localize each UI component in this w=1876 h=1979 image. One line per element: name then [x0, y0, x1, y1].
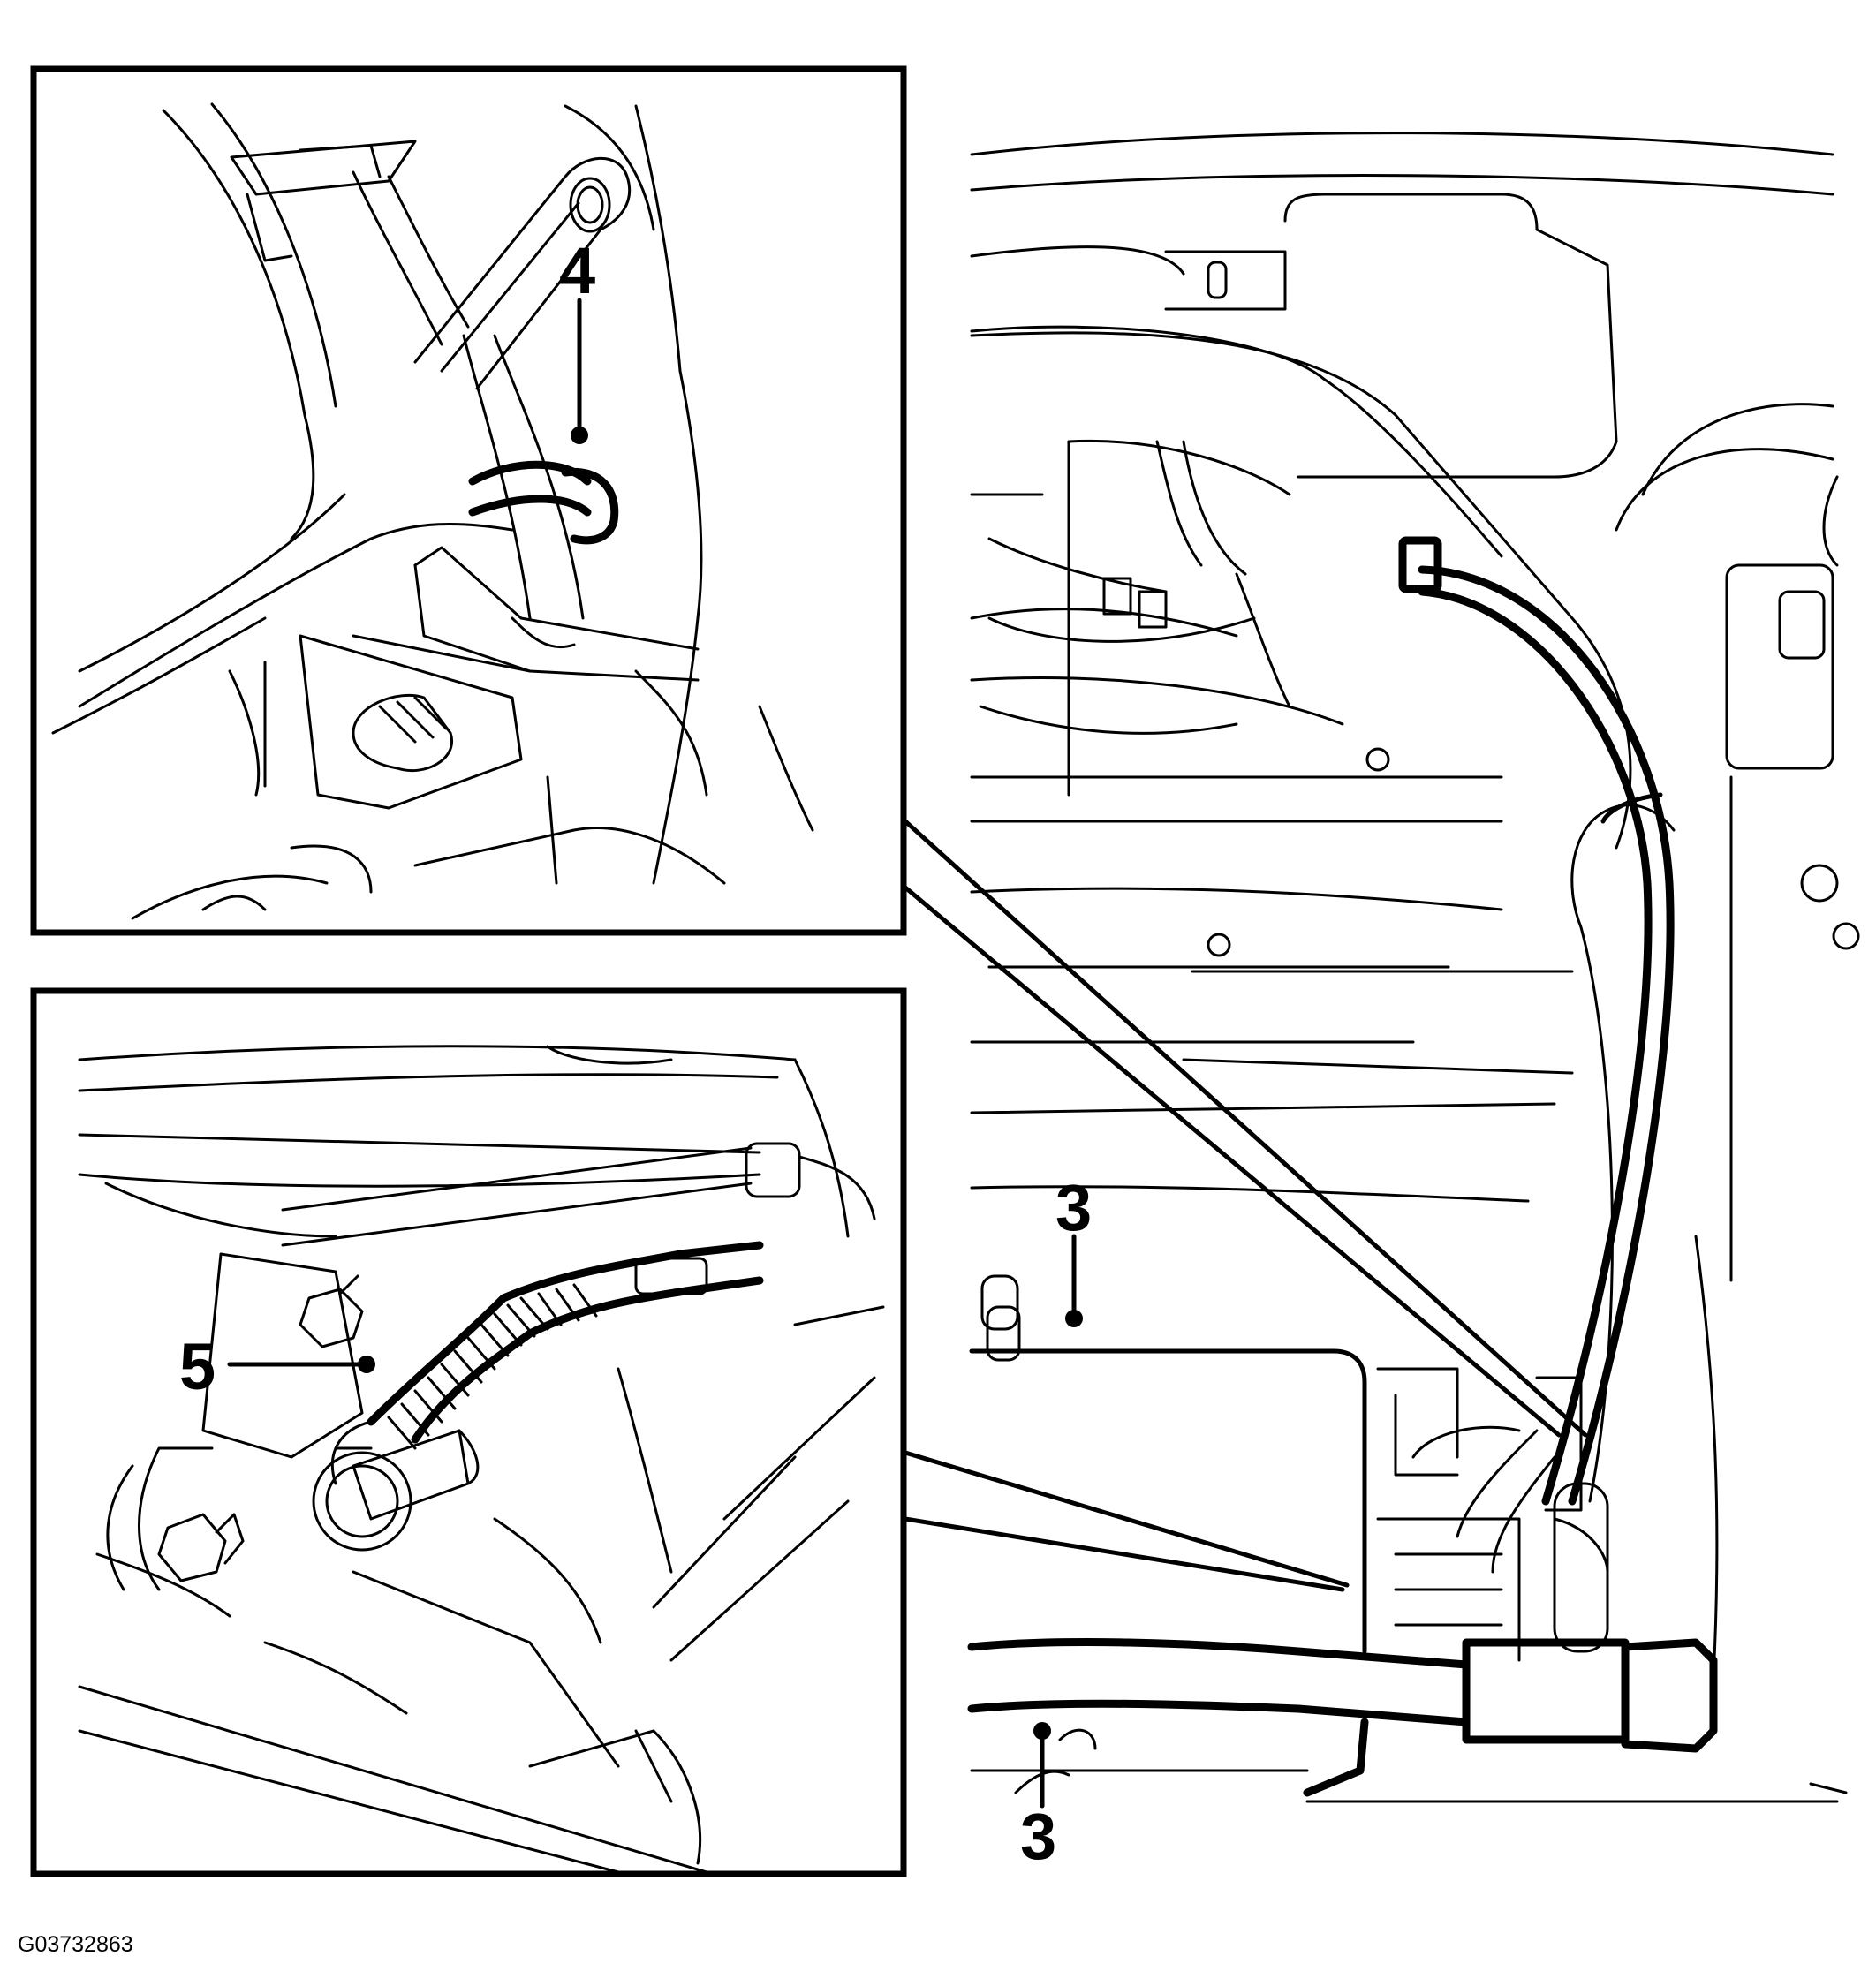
main-view: 3 3 — [903, 132, 1860, 1873]
bottom-inset: 5 — [30, 987, 907, 1877]
callout-3-lower: 3 — [1020, 1800, 1056, 1873]
top-inset: 4 — [30, 65, 907, 936]
lower-hose — [967, 1638, 1471, 1669]
callout-5: 5 — [179, 1330, 216, 1403]
sensor-cable — [1418, 565, 1675, 1506]
callout-3-upper: 3 — [1055, 1171, 1092, 1244]
callout-4: 4 — [559, 234, 595, 307]
oxygen-sensor — [367, 1241, 764, 1426]
leader-bottom-inset — [903, 1450, 1350, 1588]
intake-pipe — [970, 331, 1632, 850]
figure-id: G03732863 — [18, 1932, 133, 1957]
leader-top-inset — [903, 819, 1588, 1438]
bracket-arm — [413, 156, 632, 390]
reservoir — [1283, 193, 1618, 479]
